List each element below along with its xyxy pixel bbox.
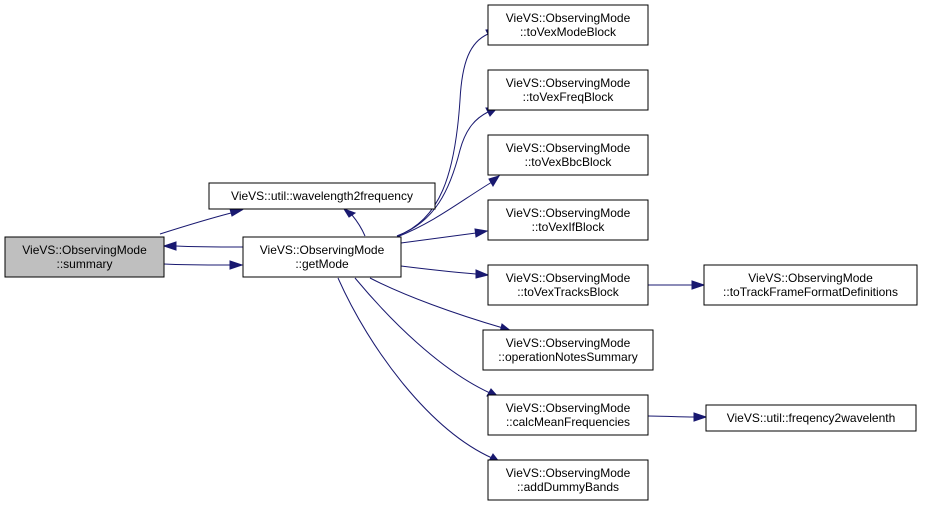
edge-line [351,214,366,237]
node-box[interactable] [487,4,649,46]
node-box[interactable] [487,264,649,306]
arrowhead-icon [229,260,244,270]
edge-getMode-to-freqBlock [396,107,499,237]
edge-getMode-to-calcMean [354,277,501,399]
node-box[interactable] [242,236,402,278]
node-label-line: VieVS::ObservingMode [506,141,631,155]
node-box[interactable] [482,329,654,371]
node-label-line: ::addDummyBands [517,480,619,494]
arrowhead-icon [475,269,490,279]
nodes-layer: VieVS::ObservingMode::summaryVieVS::util… [4,4,918,501]
node-box[interactable] [705,404,917,432]
node-label-line: VieVS::ObservingMode [260,243,385,257]
node-box[interactable] [487,199,649,241]
edge-getMode-to-tracksBlock [400,265,490,279]
arrowhead-icon [229,208,244,217]
edge-line [337,277,493,459]
edge-line [400,265,477,275]
edge-getMode-to-w2f [342,208,366,237]
edge-line [396,111,489,237]
node-label-line: ::toVexFreqBlock [523,90,615,104]
arrowhead-icon [474,228,489,238]
node-label-line: VieVS::ObservingMode [506,401,631,415]
edge-line [647,415,695,418]
node-box[interactable] [487,69,649,111]
node-label-line: VieVS::ObservingMode [506,76,631,90]
node-label-line: ::toVexModeBlock [520,25,617,39]
edge-line [396,181,493,238]
node-calcMean[interactable]: VieVS::ObservingMode::calcMeanFrequencie… [487,394,649,436]
edge-line [400,232,477,244]
node-getMode[interactable]: VieVS::ObservingMode::getMode [242,236,402,278]
node-w2f[interactable]: VieVS::util::wavelength2frequency [208,182,436,210]
arrowhead-icon [693,412,708,422]
node-label-line: VieVS::util::freqency2wavelenth [727,411,896,425]
edge-line [396,33,489,237]
node-box[interactable] [208,182,436,210]
node-label-line: VieVS::ObservingMode [506,466,631,480]
node-ifBlock[interactable]: VieVS::ObservingMode::toVexIfBlock [487,199,649,241]
node-dummy[interactable]: VieVS::ObservingMode::addDummyBands [487,459,649,501]
node-box[interactable] [703,264,918,306]
node-box[interactable] [4,236,165,278]
node-f2w[interactable]: VieVS::util::freqency2wavelenth [705,404,917,432]
node-label-line: VieVS::ObservingMode [506,336,631,350]
node-label-line: VieVS::ObservingMode [506,271,631,285]
node-label-line: ::toVexBbcBlock [525,155,613,169]
node-box[interactable] [487,134,649,176]
edge-calcMean-to-f2w [647,412,708,422]
node-label-line: VieVS::util::wavelength2frequency [231,189,413,203]
node-summary[interactable]: VieVS::ObservingMode::summary [4,236,165,278]
node-bbcBlock[interactable]: VieVS::ObservingMode::toVexBbcBlock [487,134,649,176]
node-freqBlock[interactable]: VieVS::ObservingMode::toVexFreqBlock [487,69,649,111]
edge-summary-to-getMode [163,260,244,270]
node-label-line: ::summary [56,257,112,271]
edge-line [354,277,491,394]
edge-getMode-to-ifBlock [400,228,489,244]
node-label-line: VieVS::ObservingMode [748,271,873,285]
node-label-line: VieVS::ObservingMode [506,206,631,220]
edge-getMode-to-summary [162,241,244,251]
node-label-line: ::toVexIfBlock [532,220,606,234]
node-label-line: ::getMode [295,257,349,271]
edge-line [369,277,504,329]
node-label-line: ::toTrackFrameFormatDefinitions [723,285,898,299]
node-label-line: ::operationNotesSummary [498,350,637,364]
node-trackFrame[interactable]: VieVS::ObservingMode::toTrackFrameFormat… [703,264,918,306]
edge-line [175,245,244,248]
node-label-line: VieVS::ObservingMode [506,11,631,25]
arrowhead-icon [488,175,501,187]
arrowhead-icon [162,241,177,251]
edge-getMode-to-bbcBlock [396,175,501,238]
edge-line [159,212,232,235]
node-modeBlock[interactable]: VieVS::ObservingMode::toVexModeBlock [487,4,649,46]
node-label-line: VieVS::ObservingMode [22,243,147,257]
edge-getMode-to-dummy [337,277,502,464]
node-opNotes[interactable]: VieVS::ObservingMode::operationNotesSumm… [482,329,654,371]
node-tracksBlock[interactable]: VieVS::ObservingMode::toVexTracksBlock [487,264,649,306]
node-label-line: ::toVexTracksBlock [517,285,620,299]
edge-summary-to-w2f [159,208,244,235]
edge-line [163,263,231,266]
node-box[interactable] [487,459,649,501]
node-box[interactable] [487,394,649,436]
node-label-line: ::calcMeanFrequencies [506,415,630,429]
arrowhead-icon [342,208,357,218]
edge-tracksBlock-to-trackFrame [648,280,706,290]
arrowhead-icon [691,280,706,290]
